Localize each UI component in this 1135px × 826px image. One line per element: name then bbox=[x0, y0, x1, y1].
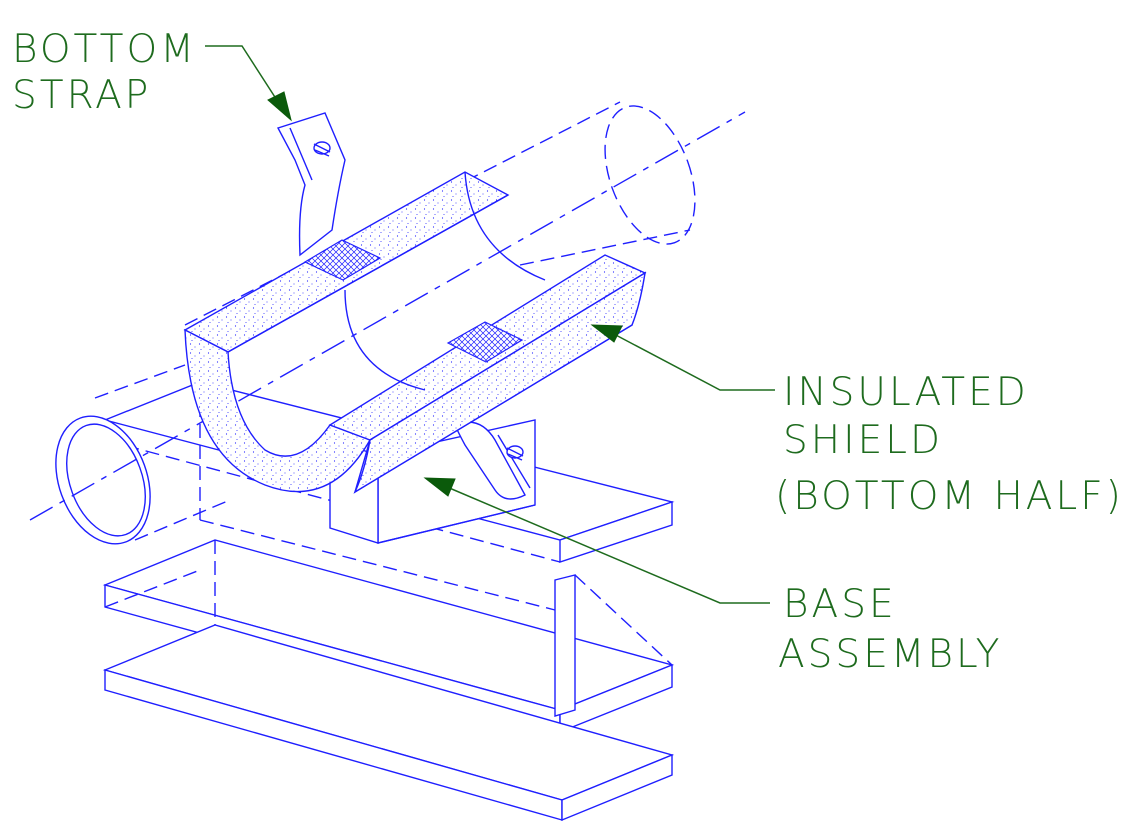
arrow-head-icon bbox=[590, 324, 623, 343]
arrow-head-icon bbox=[267, 91, 292, 122]
label-insulated-shield-line3: (BOTTOM HALF) bbox=[775, 474, 1124, 519]
insulated-shield bbox=[183, 171, 647, 494]
label-base-assembly-line1: BASE bbox=[783, 582, 897, 627]
label-bottom-strap-line2: STRAP bbox=[12, 73, 151, 118]
arrow-head-icon bbox=[423, 477, 456, 497]
label-insulated-shield-line1: INSULATED bbox=[783, 370, 1029, 415]
label-base-assembly-line2: ASSEMBLY bbox=[778, 632, 1002, 677]
bottom-strap bbox=[276, 112, 524, 461]
label-insulated-shield-line2: SHIELD bbox=[783, 418, 943, 463]
callout-insulated-shield: INSULATED SHIELD (BOTTOM HALF) bbox=[590, 324, 1124, 519]
bolt-icon bbox=[313, 141, 331, 157]
bolt-icon bbox=[506, 445, 524, 461]
label-bottom-strap-line1: BOTTOM bbox=[12, 27, 197, 72]
callout-base-assembly: BASE ASSEMBLY bbox=[423, 477, 1002, 677]
callout-bottom-strap: BOTTOM STRAP bbox=[12, 27, 292, 122]
